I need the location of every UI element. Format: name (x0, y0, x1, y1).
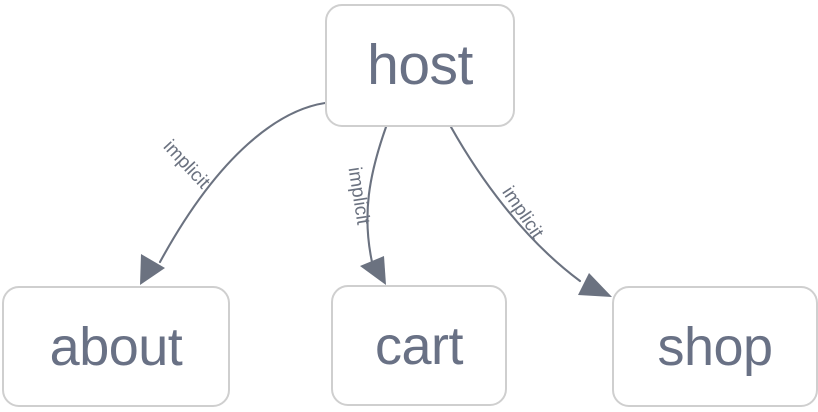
edge-host-cart[interactable] (360, 125, 388, 285)
node-cart-label: cart (374, 315, 464, 376)
edge-label-host-cart: implicit (343, 165, 374, 227)
edge-host-cart-arrowhead (360, 256, 386, 285)
node-host[interactable]: host (325, 4, 515, 127)
node-about-label: about (49, 316, 183, 377)
edge-host-about-path (158, 101, 327, 264)
edge-host-shop-arrowhead (578, 273, 612, 297)
edge-host-about[interactable] (140, 101, 327, 285)
node-cart[interactable]: cart (331, 285, 507, 406)
edge-host-about-arrowhead (140, 254, 165, 285)
node-shop[interactable]: shop (612, 286, 818, 407)
node-about[interactable]: about (2, 286, 230, 407)
node-shop-label: shop (657, 316, 773, 377)
edge-label-host-about: implicit (158, 136, 214, 194)
edge-host-shop[interactable] (449, 125, 612, 297)
edge-label-host-shop: implicit (497, 182, 548, 243)
edge-host-cart-path (366, 125, 388, 264)
edge-host-shop-path (449, 125, 582, 283)
node-host-label: host (367, 33, 473, 97)
